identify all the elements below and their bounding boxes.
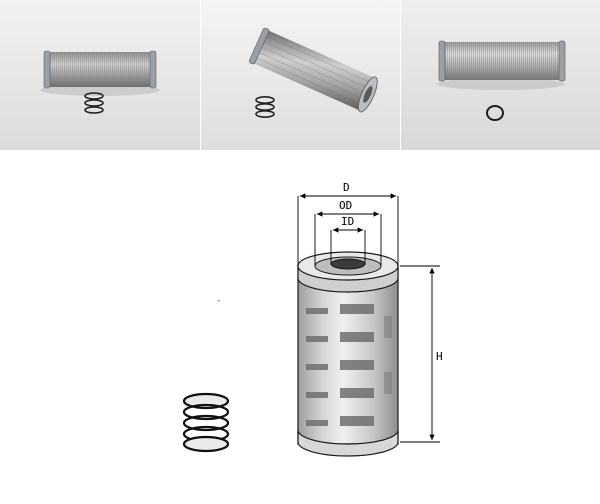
photo-strip <box>0 0 600 150</box>
filter-dimension-diagram: D OD ID H <box>0 150 600 500</box>
dimension-label-d: D <box>343 181 350 194</box>
dimension-label-od: OD <box>339 199 352 212</box>
dimension-lines <box>297 193 440 443</box>
dimension-label-h: H <box>436 350 443 363</box>
filter-photo-front <box>400 0 600 150</box>
filter-photo-angled <box>200 0 400 150</box>
o-ring-icon <box>486 105 504 121</box>
filter-photo-side <box>0 0 200 150</box>
filter-element <box>297 251 399 457</box>
spring-icon <box>255 96 275 119</box>
dimension-label-id: ID <box>341 215 354 228</box>
spring-icon <box>84 92 104 114</box>
brand-print <box>306 304 392 426</box>
spring-icon <box>182 392 230 453</box>
